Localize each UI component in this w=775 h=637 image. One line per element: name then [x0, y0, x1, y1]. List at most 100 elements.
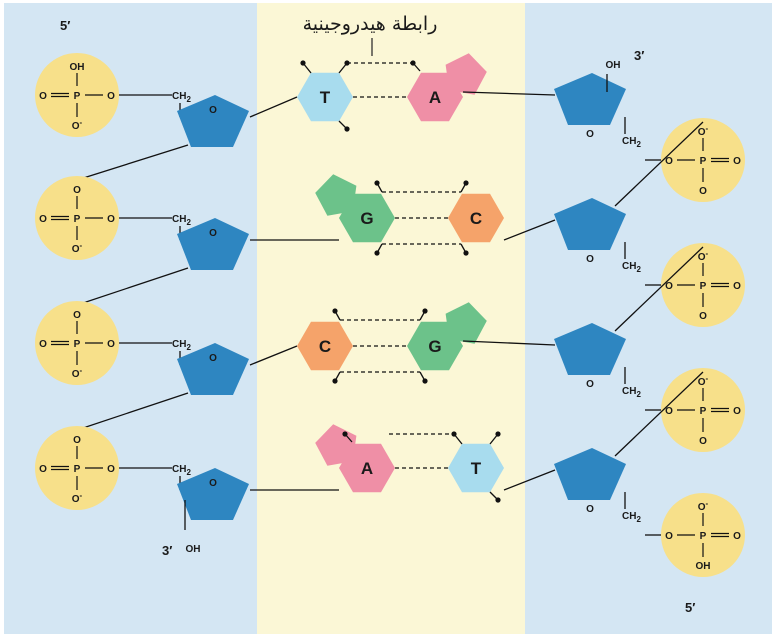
hydrogen-bond-title: رابطة هيدروجينية — [303, 13, 438, 35]
phosphate-p-atom: P — [74, 464, 81, 475]
ch2-label: CH2 — [622, 511, 641, 524]
bond-end-dot — [332, 378, 338, 384]
left-base-pentagon — [315, 174, 357, 216]
bond-end-dot — [451, 431, 457, 437]
left-strand-3prime-label: 3′ — [162, 543, 172, 558]
left-base-letter: T — [320, 88, 331, 107]
phosphate-circle — [661, 493, 745, 577]
right-strand-5prime-label: 5′ — [685, 600, 695, 615]
left-terminal-hydroxyl: OH — [186, 544, 201, 555]
sugar-ring-oxygen: O — [586, 254, 594, 265]
right-glycosidic-bond — [462, 340, 556, 346]
phosphate-p-atom: P — [700, 406, 707, 417]
phosphate-oxygen-minus: O- — [72, 241, 83, 255]
sugar-ring-oxygen: O — [586, 504, 594, 515]
phosphate-bottom-oxygen: O — [699, 436, 707, 447]
phosphate-ester-oxygen: O — [107, 339, 115, 350]
bond-end-dot — [344, 60, 350, 66]
left-glycosidic-bond — [249, 96, 298, 118]
phosphate-p-atom: P — [74, 214, 81, 225]
right-base-hexagon-T — [448, 443, 504, 493]
bond-end-dot — [495, 431, 501, 437]
right-base-letter: C — [470, 209, 482, 228]
sugar-ring-oxygen: O — [209, 228, 217, 239]
phosphate-circle — [35, 53, 119, 137]
phosphate-oxygen-minus: O- — [698, 499, 709, 513]
right-glycosidic-bond — [503, 469, 556, 491]
phosphate-oxygen-minus: O- — [698, 374, 709, 388]
phosphate-ester-oxygen: O — [107, 91, 115, 102]
bond-end-dot — [463, 180, 469, 186]
sugar-pentagon — [554, 73, 626, 125]
left-sugar-1 — [177, 95, 249, 147]
phosphate-double-bond-oxygen: O — [39, 464, 47, 475]
right-base-letter: T — [471, 459, 482, 478]
phosphate-bottom-oxygen: O — [699, 186, 707, 197]
bond-end-dot — [344, 126, 350, 132]
phosphate-circle — [661, 368, 745, 452]
phosphate-oxygen-minus: O- — [698, 249, 709, 263]
right-base-hexagon-C — [448, 193, 504, 243]
right-base-hexagon-A — [407, 72, 463, 122]
right-terminal-hydroxyl: OH — [606, 60, 621, 71]
phosphate-double-bond-oxygen: O — [733, 281, 741, 292]
phosphate-to-sugar-bond — [614, 121, 704, 207]
right-sugar-4 — [554, 448, 626, 500]
phosphate-to-sugar-bond — [614, 371, 704, 457]
left-glycosidic-bond — [249, 345, 298, 366]
phosphate-ester-oxygen: O — [665, 156, 673, 167]
left-sugar-3 — [177, 343, 249, 395]
left-base-hexagon-C — [297, 321, 353, 371]
sugar-ring-oxygen: O — [209, 105, 217, 116]
phosphate-double-bond-oxygen: O — [39, 214, 47, 225]
right-base-pentagon — [445, 53, 487, 95]
phosphate-oxygen-minus: O- — [72, 118, 83, 132]
bond-end-dot — [342, 431, 348, 437]
sugar-to-phosphate-bond — [76, 392, 189, 431]
phosphate-circle — [661, 243, 745, 327]
phosphate-double-bond-oxygen: O — [733, 156, 741, 167]
phosphate-oxygen-minus: O- — [698, 124, 709, 138]
phosphate-double-bond-oxygen: O — [733, 406, 741, 417]
sugar-pentagon — [177, 95, 249, 147]
sugar-ring-oxygen: O — [586, 129, 594, 140]
left-base-letter: G — [360, 209, 373, 228]
phosphate-hydroxyl: OH — [70, 62, 85, 73]
phosphate-ester-oxygen: O — [107, 214, 115, 225]
bond-end-dot — [332, 308, 338, 314]
left-strand-5prime-label: 5′ — [60, 18, 70, 33]
bond-end-dot — [422, 308, 428, 314]
bond-end-dot — [410, 60, 416, 66]
phosphate-circle — [35, 301, 119, 385]
left-phosphate-group-2: P O O O O- — [35, 176, 119, 260]
phosphate-ester-oxygen: O — [107, 464, 115, 475]
phosphate-top-oxygen: O — [73, 185, 81, 196]
sugar-pentagon — [554, 198, 626, 250]
phosphate-circle — [35, 426, 119, 510]
bond-end-dot — [463, 250, 469, 256]
right-sugar-3 — [554, 323, 626, 375]
right-sugar-2 — [554, 198, 626, 250]
phosphate-p-atom: P — [74, 91, 81, 102]
phosphate-oxygen-minus: O- — [72, 366, 83, 380]
left-sugar-4 — [177, 468, 249, 520]
phosphate-ester-oxygen: O — [665, 531, 673, 542]
phosphate-p-atom: P — [700, 281, 707, 292]
bond-end-dot — [495, 497, 501, 503]
bond-end-dot — [422, 378, 428, 384]
phosphate-double-bond-oxygen: O — [39, 339, 47, 350]
sugar-pentagon — [554, 323, 626, 375]
ch2-label: CH2 — [622, 136, 641, 149]
ch2-label: CH2 — [622, 386, 641, 399]
phosphate-to-sugar-bond — [614, 246, 704, 332]
sugar-to-phosphate-bond — [76, 267, 189, 306]
